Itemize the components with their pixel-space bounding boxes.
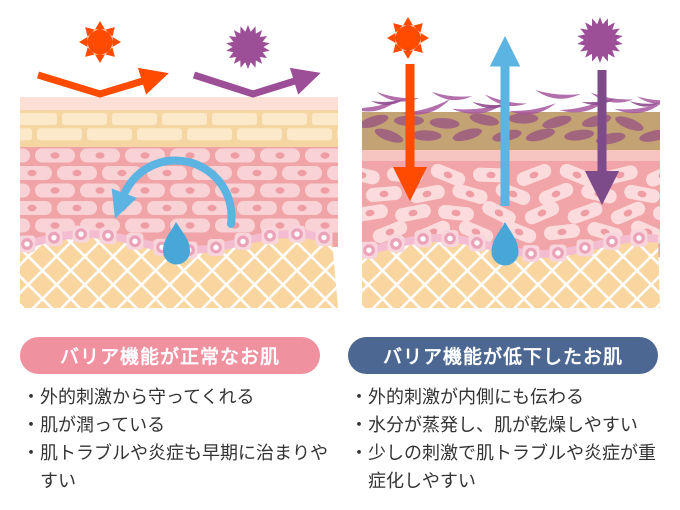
bullet-text: 肌が潤っている (40, 415, 166, 435)
skin-layers-normal (20, 97, 338, 308)
list-item: ・ 肌トラブルや炎症も早期に治まりやすい (22, 439, 328, 495)
list-item: ・ 外的刺激が内側にも伝わる (350, 383, 658, 411)
moisture-drop (491, 222, 519, 266)
weakened-skin-badge: バリア機能が低下したお肌 (348, 337, 658, 374)
bullet-marker: ・ (22, 387, 40, 407)
bullet-marker: ・ (350, 415, 368, 435)
weakened-skin-bullet-list: ・ 外的刺激が内側にも伝わる ・ 水分が蒸発し、肌が乾燥しやすい ・ 少しの刺激… (350, 383, 658, 495)
list-item: ・ 肌が潤っている (22, 411, 328, 439)
bullet-marker: ・ (350, 387, 368, 407)
normal-skin-illustration (20, 21, 338, 308)
irritant-icon (577, 17, 623, 63)
moisture-drop (163, 222, 190, 265)
list-item: ・ 少しの刺激で肌トラブルや炎症が重症化しやすい (350, 439, 658, 495)
sun-icon (79, 21, 121, 63)
bullet-text: 少しの刺激で肌トラブルや炎症が重症化しやすい (368, 443, 656, 491)
bullet-text: 水分が蒸発し、肌が乾燥しやすい (368, 415, 638, 435)
normal-skin-bullet-list: ・ 外的刺激から守ってくれる ・ 肌が潤っている ・ 肌トラブルや炎症も早期に治… (22, 383, 328, 495)
damaged-skin-illustration (362, 17, 660, 308)
uv-reflected-arrow (36, 67, 169, 98)
bullet-marker: ・ (350, 443, 368, 463)
skin-layers-damaged (362, 90, 660, 308)
bullet-marker: ・ (22, 443, 40, 463)
bullet-text: 外的刺激が内側にも伝わる (368, 387, 584, 407)
normal-skin-badge: バリア機能が正常なお肌 (20, 337, 320, 374)
irritant-icon (226, 25, 270, 69)
bullet-text: 肌トラブルや炎症も早期に治まりやすい (40, 443, 328, 491)
bullet-marker: ・ (22, 415, 40, 435)
sun-icon (387, 17, 429, 59)
list-item: ・ 水分が蒸発し、肌が乾燥しやすい (350, 411, 658, 439)
turnover-cycle-arrow (111, 156, 236, 228)
bullet-text: 外的刺激から守ってくれる (40, 387, 255, 407)
list-item: ・ 外的刺激から守ってくれる (22, 383, 328, 411)
irritant-reflected-arrow (192, 67, 321, 98)
